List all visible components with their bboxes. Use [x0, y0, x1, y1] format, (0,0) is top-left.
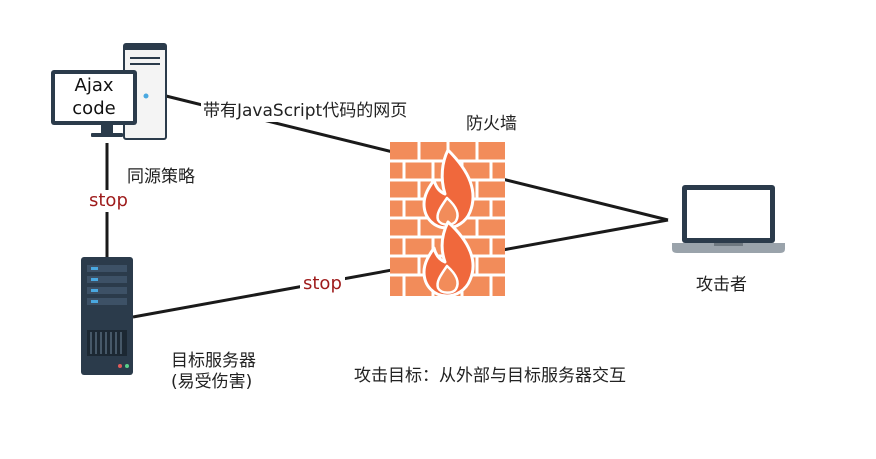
flame-icon — [422, 148, 475, 298]
client-code-label: Ajax code — [55, 75, 133, 120]
server-rack-icon — [81, 257, 133, 375]
attack-goal-label: 攻击目标：从外部与目标服务器交互 — [354, 366, 626, 386]
laptop-icon — [672, 185, 785, 253]
stop-label-vertical: stop — [86, 190, 131, 212]
desktop-computer-icon — [51, 43, 167, 140]
stop-label-diagonal: stop — [300, 273, 345, 295]
js-webpage-label: 带有JavaScript代码的网页 — [201, 101, 410, 123]
target-server-line1: 目标服务器 — [171, 351, 256, 371]
attacker-label: 攻击者 — [696, 275, 747, 295]
target-server-line2: (易受伤害) — [171, 372, 253, 393]
target-server-label: 目标服务器 (易受伤害) — [171, 351, 256, 394]
same-origin-label: 同源策略 — [127, 167, 195, 187]
client-code-line1: Ajax — [74, 75, 114, 96]
firewall-icon — [390, 142, 505, 298]
client-code-line2: code — [72, 97, 116, 119]
firewall-label: 防火墙 — [466, 114, 517, 134]
